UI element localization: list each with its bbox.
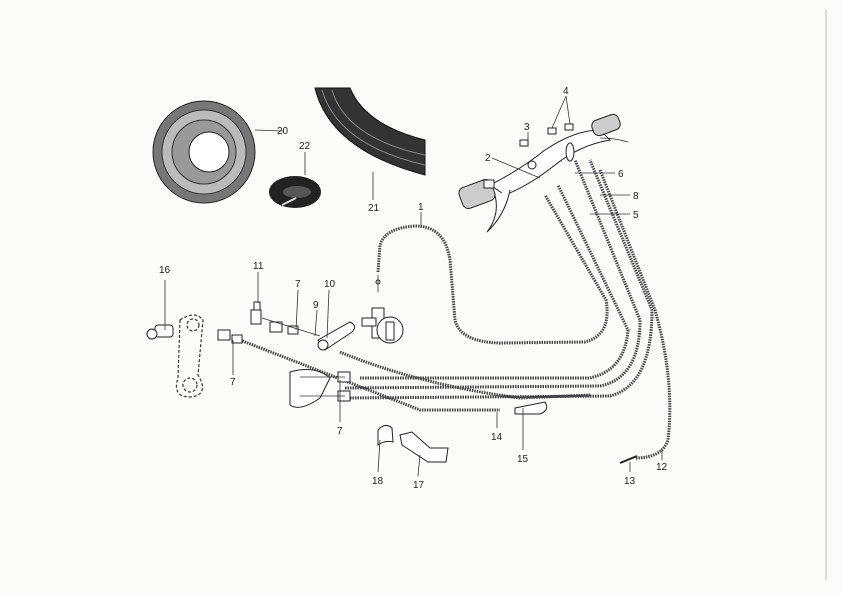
callout-10: 10: [324, 279, 336, 290]
callout-14: 14: [491, 432, 503, 443]
callout-4: 4: [563, 86, 569, 97]
wheel-rim: [152, 100, 256, 204]
callout-11: 11: [253, 261, 264, 272]
callout-1: 1: [418, 202, 424, 213]
callout-6: 6: [618, 169, 624, 180]
callout-21: 21: [368, 203, 380, 214]
callout-16: 16: [159, 265, 171, 276]
callout-13: 13: [624, 476, 636, 487]
callout-20: 20: [277, 126, 289, 137]
callout-8: 8: [633, 191, 639, 202]
callout-12: 12: [656, 462, 668, 473]
callout-22: 22: [299, 141, 311, 152]
callouts: 20 22 21 1 2 3 4 6 8 5 16 11 7 10 9 7 7 …: [159, 86, 668, 491]
callout-5: 5: [633, 210, 639, 221]
callout-2: 2: [485, 153, 491, 164]
cables: [239, 159, 672, 460]
callout-17: 17: [413, 480, 425, 491]
leader-lines: [164, 95, 663, 477]
tyre: [314, 87, 426, 176]
callout-7-top: 7: [295, 279, 301, 290]
inner-tube: [269, 176, 321, 208]
callout-7-left: 7: [230, 377, 236, 388]
callout-9: 9: [313, 300, 319, 311]
small-parts: [146, 275, 638, 464]
callout-7-bottom: 7: [337, 426, 343, 437]
callout-3: 3: [524, 122, 530, 133]
handlebar: [458, 113, 629, 233]
callout-15: 15: [517, 454, 529, 465]
callout-18: 18: [372, 476, 384, 487]
